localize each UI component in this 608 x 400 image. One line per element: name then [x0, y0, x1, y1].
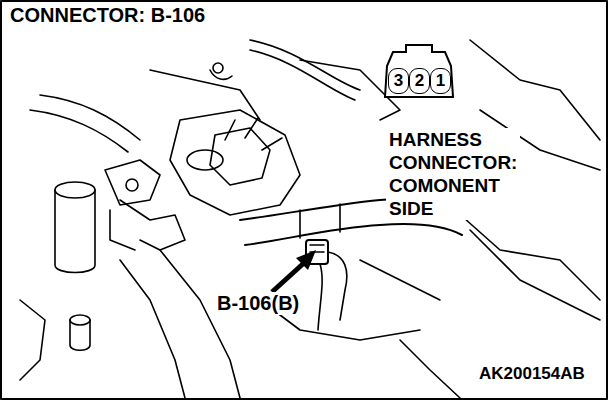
- arrow-head: [296, 250, 316, 270]
- figure-code: AK200154AB: [476, 364, 588, 384]
- pin-cavity: 2: [409, 68, 430, 94]
- pin-cavity: 3: [388, 68, 409, 94]
- pointer-arrow: [272, 262, 305, 292]
- pin-cavity: 1: [430, 68, 451, 94]
- pin-number: 2: [415, 71, 424, 91]
- pin-number: 3: [394, 71, 403, 91]
- connector-caption: HARNESS CONNECTOR: COMONENT SIDE: [386, 128, 520, 220]
- pin-number: 1: [436, 71, 445, 91]
- diagram-title: CONNECTOR: B-106: [6, 2, 209, 29]
- connector-callout: B-106(B): [214, 292, 302, 315]
- connector-face: HARNESS CONNECTOR: COMONENT SIDE321: [384, 44, 454, 98]
